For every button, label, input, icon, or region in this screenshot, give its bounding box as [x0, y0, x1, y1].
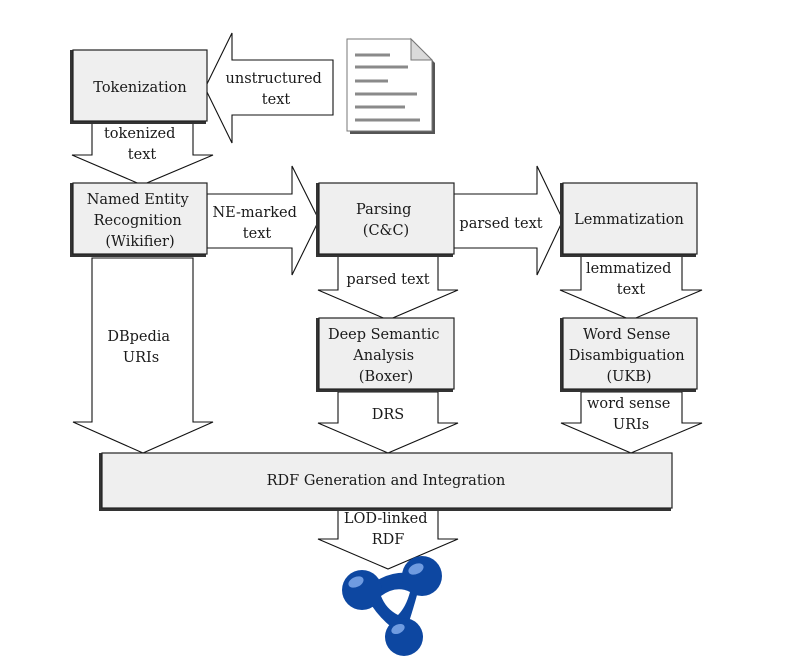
node-tokenization: Tokenization	[70, 49, 208, 124]
node-rdf-generation: RDF Generation and Integration	[99, 452, 673, 511]
document-icon	[346, 37, 435, 134]
arrow-drs: DRS	[317, 391, 459, 454]
svg-text:Word Sense Disambiguatio: Word Sense Disambiguation (UKB)	[569, 327, 689, 385]
label-lemmatized-text: lemmatized text	[586, 261, 676, 298]
label-ne-marked-text: NE-marked text	[212, 205, 301, 242]
node-lemmatization: Lemmatization	[560, 182, 698, 257]
arrow-tokenized-text: tokenized text	[71, 121, 214, 186]
label-unstructured-text: unstructured text	[226, 71, 327, 108]
label-parsed-text-down: parsed text	[346, 272, 429, 288]
label-parsed-text-right: parsed text	[459, 216, 542, 232]
linked-data-logo-icon	[342, 556, 442, 656]
label-dbpedia-uris: DBpedia URIs	[107, 329, 174, 366]
node-parsing: Parsing (C&C)	[316, 182, 455, 257]
label-tokenized-text: tokenized text	[104, 126, 180, 163]
arrow-dbpedia-uris: DBpedia URIs	[72, 257, 214, 454]
arrow-word-sense-uris: word sense URIs	[560, 391, 703, 454]
label-lod-linked-rdf: LOD-linked RDF	[344, 511, 432, 548]
label-drs: DRS	[372, 407, 404, 423]
arrow-parsed-text-right: parsed text	[452, 165, 564, 276]
node-named-entity-recognition: Named Entity Recognition (Wikifier)	[70, 182, 208, 257]
arrow-lod-linked-rdf: LOD-linked RDF	[317, 507, 459, 570]
svg-text:Parsing (C&C): Parsing (C&C)	[356, 202, 416, 239]
node-deep-semantic-analysis: Deep Semantic Analysis (Boxer)	[316, 317, 455, 392]
node-word-sense-disambiguation: Word Sense Disambiguation (UKB)	[560, 317, 698, 392]
svg-text:Named Entity Recognition: Named Entity Recognition (Wikifier)	[87, 192, 194, 250]
label-word-sense-uris: word sense URIs	[587, 396, 675, 433]
arrow-lemmatized-text: lemmatized text	[559, 255, 703, 321]
arrow-parsed-text-down: parsed text	[317, 255, 459, 321]
svg-text:Tokenization: Tokenization	[93, 80, 186, 96]
svg-text:RDF Generation and Integration: RDF Generation and Integration	[267, 473, 506, 489]
svg-text:Lemmatization: Lemmatization	[574, 212, 684, 228]
arrow-ne-marked-text: NE-marked text	[206, 165, 320, 276]
svg-text:Deep Semantic Analysis: Deep Semantic Analysis (Boxer)	[328, 327, 444, 385]
arrow-unstructured-text: unstructured text	[204, 32, 334, 144]
